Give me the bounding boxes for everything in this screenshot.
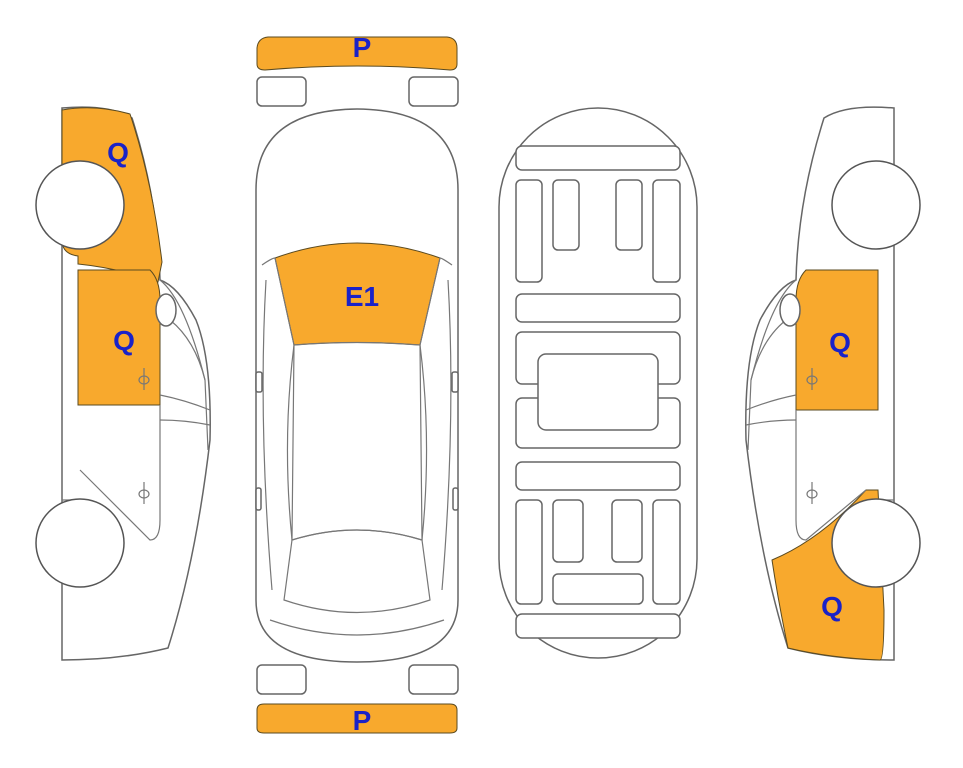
right-side-view xyxy=(745,106,921,661)
right-front-door-marker: Q xyxy=(829,327,851,358)
right-front-wheel xyxy=(831,160,921,250)
rear-bumper-group xyxy=(256,664,459,734)
top-view-body xyxy=(255,108,459,663)
right-rear-quarter-marker: Q xyxy=(821,591,843,622)
front-bumper-panel[interactable] xyxy=(256,36,458,71)
left-front-door-marker: Q xyxy=(113,325,135,356)
left-side-view xyxy=(35,106,211,661)
left-front-fender-marker: Q xyxy=(107,137,129,168)
front-light-left xyxy=(256,76,307,107)
right-rear-wheel xyxy=(831,498,921,588)
left-front-door-panel[interactable] xyxy=(77,269,161,406)
mirror-right xyxy=(451,371,459,393)
handle-left xyxy=(255,487,262,511)
underbody-view xyxy=(498,107,698,659)
mirror-left xyxy=(255,371,263,393)
front-bumper-group xyxy=(256,36,459,107)
rear-light-right xyxy=(408,664,459,695)
windshield-marker: E1 xyxy=(345,281,379,312)
rear-bumper-marker: P xyxy=(353,705,372,736)
left-front-wheel xyxy=(35,160,125,250)
front-bumper-marker: P xyxy=(353,32,372,63)
handle-right xyxy=(452,487,459,511)
rear-bumper-panel[interactable] xyxy=(256,703,458,734)
rear-light-left xyxy=(256,664,307,695)
left-rear-wheel xyxy=(35,498,125,588)
right-front-door-panel[interactable] xyxy=(795,269,879,411)
top-view-car xyxy=(255,108,459,663)
front-light-right xyxy=(408,76,459,107)
